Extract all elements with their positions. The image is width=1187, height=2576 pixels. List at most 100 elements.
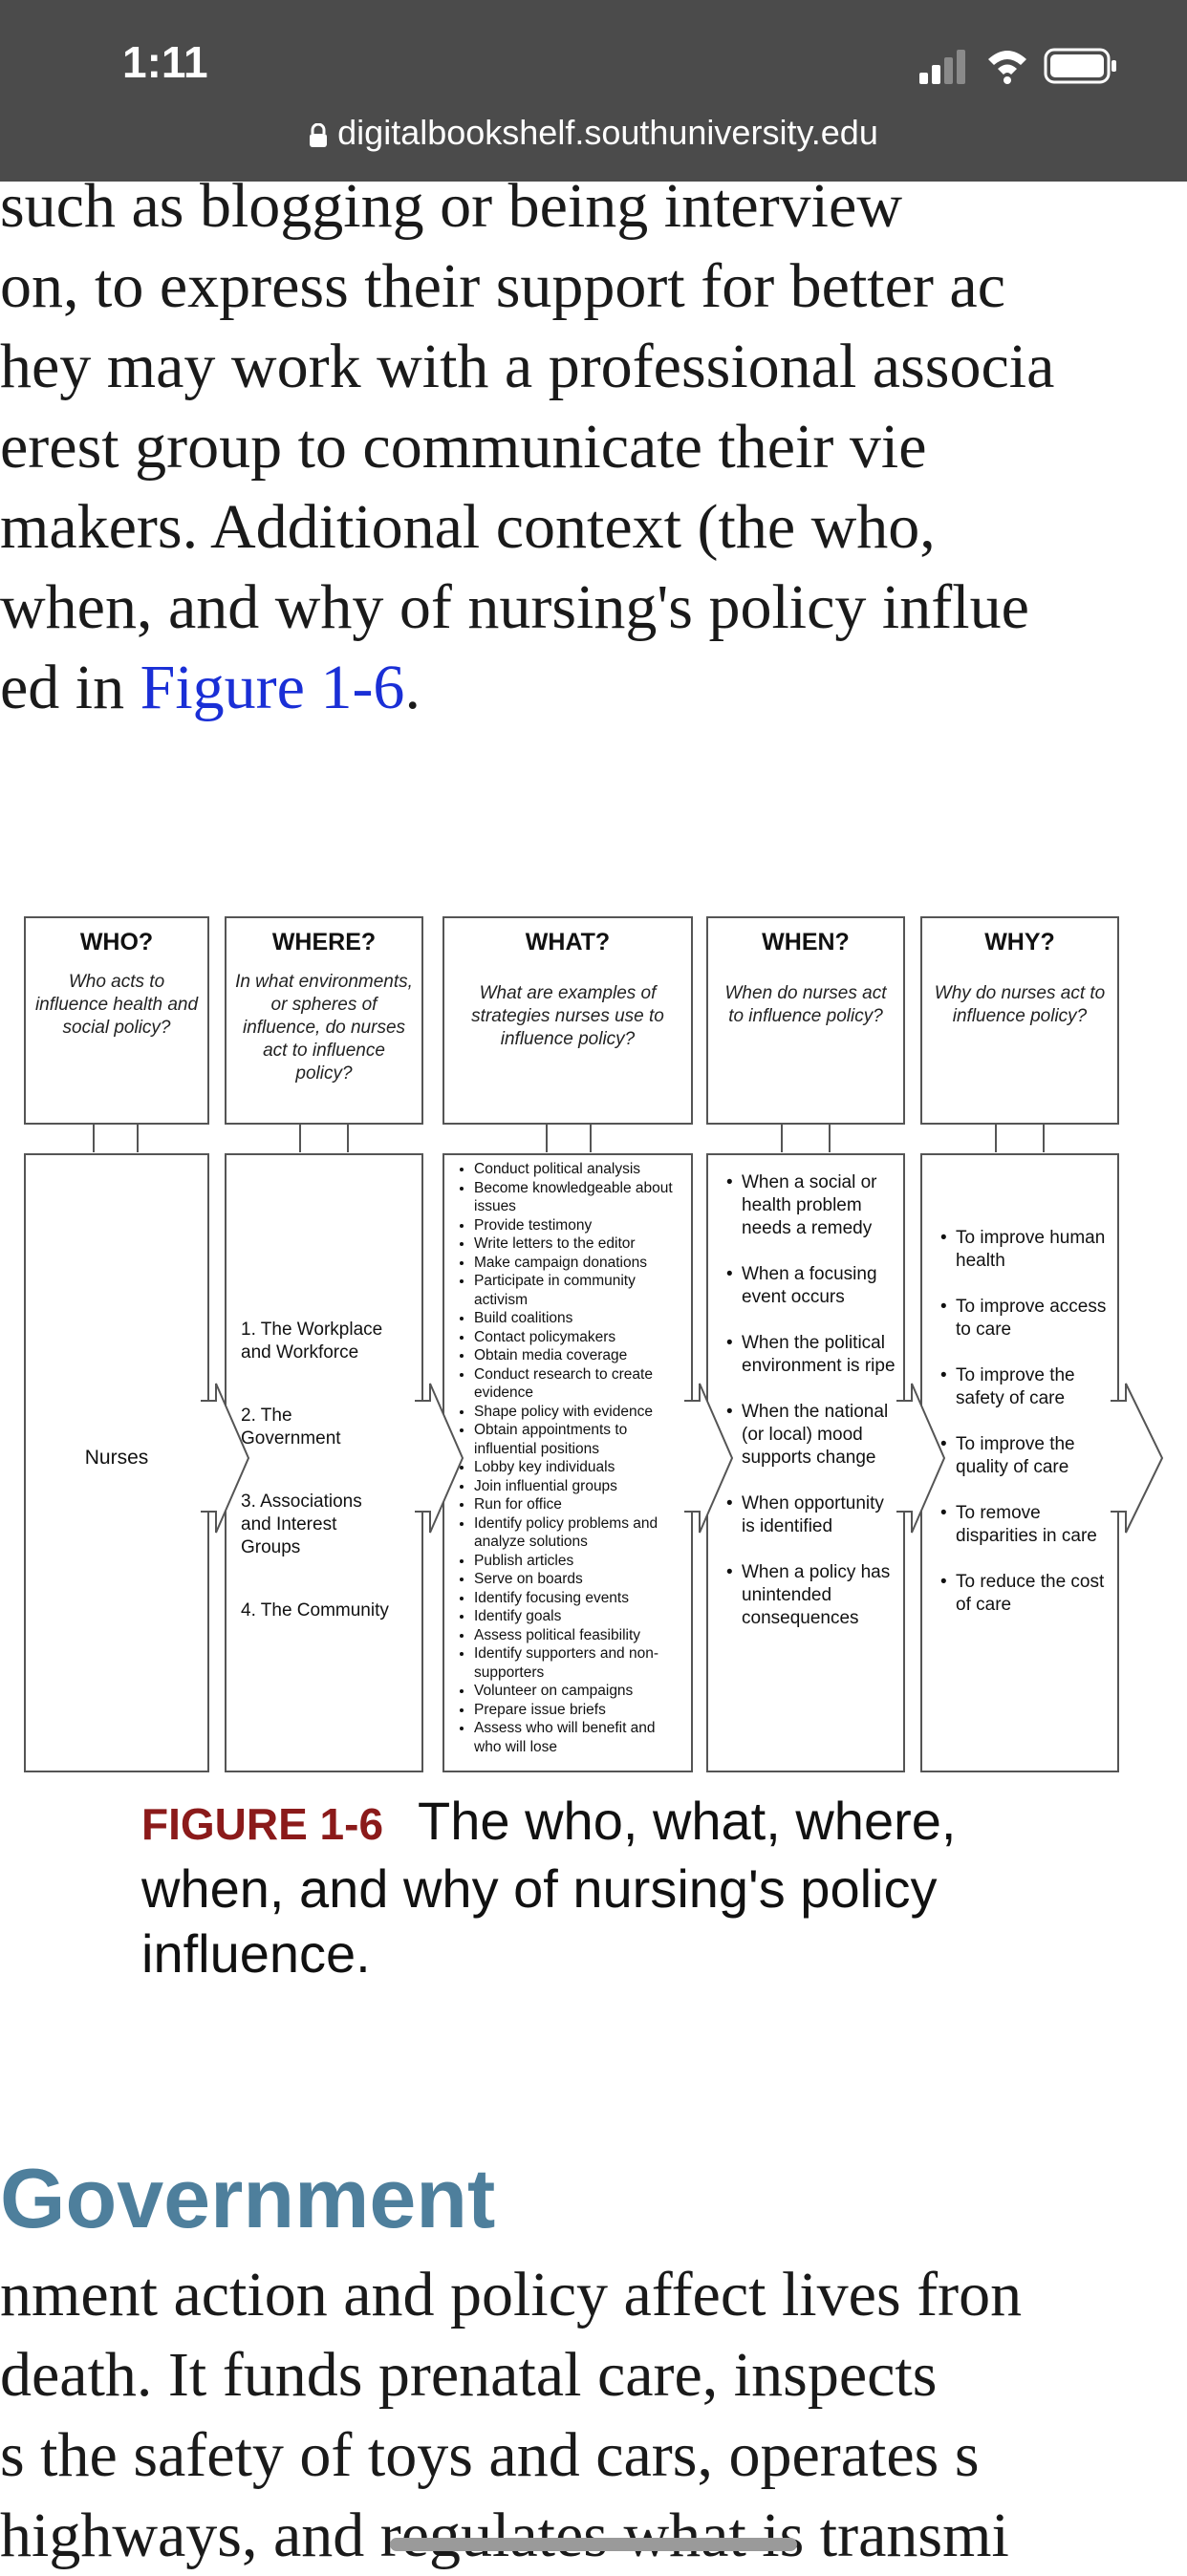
what-item: Obtain appointments to influential posit… (474, 1421, 686, 1458)
what-heading: WHAT? (525, 929, 611, 955)
what-item: Volunteer on campaigns (474, 1682, 686, 1701)
what-item: Lobby key individuals (474, 1458, 686, 1477)
who-value: Nurses (84, 1447, 149, 1469)
wifi-icon (988, 51, 1026, 84)
section-line: highways, and regulates what is transmi (0, 2501, 1009, 2570)
what-item: Become knowledgeable about issues (474, 1179, 686, 1216)
who-heading: WHO? (79, 929, 154, 955)
when-connector (781, 1124, 831, 1152)
section-line: nment action and policy affect lives fro… (0, 2260, 1023, 2329)
article-text: . (404, 653, 421, 722)
what-item: Serve on boards (474, 1570, 686, 1589)
what-item: Join influential groups (474, 1477, 686, 1496)
what-item: Prepare issue briefs (474, 1701, 686, 1720)
figure-link[interactable]: Figure 1-6 (140, 653, 405, 722)
what-item: Contact policymakers (474, 1328, 686, 1347)
section-line: s the safety of toys and cars, operates … (0, 2420, 980, 2490)
url-text: digitalbookshelf.southuniversity.edu (337, 113, 878, 152)
what-item: Assess who will benefit and who will los… (474, 1719, 686, 1756)
what-item: Assess political feasibility (474, 1626, 686, 1645)
what-item: Run for office (474, 1495, 686, 1514)
what-connector (546, 1124, 592, 1152)
what-item: Write letters to the editor (474, 1234, 686, 1254)
when-header-box (706, 916, 905, 1125)
where-list: 1. The Workplace and Workforce 2. The Go… (241, 1319, 394, 1663)
where-header-box (225, 916, 423, 1125)
what-item: Identify focusing events (474, 1589, 686, 1608)
article-text: ed in (0, 653, 140, 722)
clock-time: 1:11 (122, 37, 208, 87)
why-heading: WHY? (984, 929, 1055, 955)
why-header-box (920, 916, 1119, 1125)
article-line: makers. Additional context (the who, (0, 492, 936, 562)
article-line: erest group to communicate their vie (0, 412, 927, 482)
when-item: When the political environment is ripe (726, 1332, 896, 1378)
when-item: When a focusing event occurs (726, 1263, 896, 1309)
why-item: To improve the quality of care (940, 1433, 1111, 1479)
arrow-where-what (415, 1383, 464, 1534)
what-question: What are examples of strategies nurses u… (471, 983, 664, 1049)
what-item: Identify policy problems and analyze sol… (474, 1514, 686, 1552)
when-list: When a social or health problem needs a … (724, 1171, 896, 1653)
why-item: To remove disparities in care (940, 1502, 1111, 1548)
what-item: Build coalitions (474, 1309, 686, 1328)
why-question: Why do nurses act to influence policy? (934, 983, 1106, 1026)
article-line: such as blogging or being interview (0, 171, 902, 241)
who-header-box (24, 916, 209, 1125)
article-line: hey may work with a professional associa (0, 332, 1055, 401)
when-item: When a social or health problem needs a … (726, 1171, 896, 1240)
why-list: To improve human health To improve acces… (939, 1227, 1111, 1640)
system-status-icons (919, 48, 1116, 84)
when-question: When do nurses act to influence policy? (724, 983, 887, 1026)
what-item: Conduct political analysis (474, 1160, 686, 1179)
when-item: When opportunity is identified (726, 1492, 896, 1538)
what-list: Conduct political analysis Become knowle… (453, 1160, 686, 1756)
where-connector (299, 1124, 349, 1152)
what-item: Conduct research to create evidence (474, 1365, 686, 1403)
why-connector (995, 1124, 1045, 1152)
article-line: when, and why of nursing's policy influe (0, 572, 1029, 642)
what-item: Publish articles (474, 1552, 686, 1571)
what-item: Identify supporters and non-supporters (474, 1644, 686, 1682)
where-item: 4. The Community (241, 1600, 389, 1621)
why-item: To improve access to care (940, 1296, 1111, 1342)
where-item: 2. The Government (241, 1406, 341, 1449)
where-question: In what environments, or spheres of infl… (235, 972, 413, 1084)
address-bar[interactable]: digitalbookshelf.southuniversity.edu (0, 113, 1187, 153)
why-item: To reduce the cost of care (940, 1571, 1111, 1617)
what-item: Obtain media coverage (474, 1346, 686, 1365)
arrow-what-when (684, 1383, 734, 1534)
what-item: Provide testimony (474, 1216, 686, 1235)
when-heading: WHEN? (762, 929, 850, 955)
where-item: 1. The Workplace and Workforce (241, 1320, 383, 1363)
when-item: When the national (or local) mood suppor… (726, 1401, 896, 1470)
where-item: 3. Associations and Interest Groups (241, 1492, 362, 1557)
caption-text: The who, what, where, when, and why of n… (141, 1791, 957, 1984)
what-item: Shape policy with evidence (474, 1403, 686, 1422)
section-heading: Government (0, 2151, 496, 2245)
what-header-box (442, 916, 693, 1125)
diagram-shapes (24, 916, 1164, 1772)
status-bar: 1:11 digitalbookshelf.southuniversity.ed… (0, 0, 1187, 182)
what-item: Identify goals (474, 1607, 686, 1626)
home-indicator[interactable] (390, 2538, 797, 2551)
who-connector (93, 1124, 139, 1152)
why-item: To improve the safety of care (940, 1364, 1111, 1410)
caption-label: FIGURE 1-6 (141, 1799, 384, 1849)
arrow-why-out (1111, 1383, 1164, 1534)
article-line: ed in Figure 1-6. (0, 648, 421, 728)
policy-influence-diagram: WHO? Who acts to influence health and so… (23, 915, 1166, 1775)
what-item: Participate in community activism (474, 1272, 686, 1309)
when-item: When a policy has unintended consequence… (726, 1561, 896, 1630)
arrow-who-where (201, 1383, 250, 1534)
article-line: on, to express their support for better … (0, 251, 1006, 321)
what-item: Make campaign donations (474, 1254, 686, 1273)
where-heading: WHERE? (271, 929, 377, 955)
signal-icon (919, 50, 965, 84)
lock-icon (310, 123, 328, 147)
battery-icon (1044, 48, 1116, 84)
arrow-when-why (896, 1383, 946, 1534)
section-line: death. It funds prenatal care, inspects (0, 2340, 938, 2410)
who-question: Who acts to influence health and social … (34, 972, 199, 1038)
